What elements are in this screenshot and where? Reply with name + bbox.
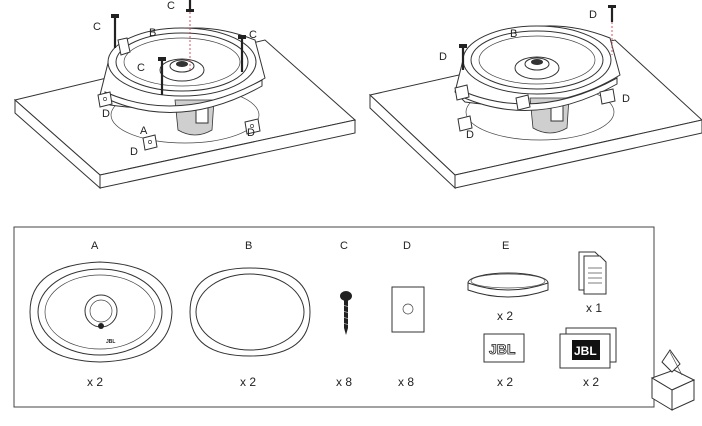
- part-b-gasket: B x 2: [189, 240, 311, 389]
- part-badge-quantity: x 2: [497, 375, 513, 389]
- label-c-right: C: [249, 29, 257, 41]
- part-c-screw: C x 8: [336, 240, 352, 389]
- part-e-letter: E: [502, 240, 509, 252]
- label-c-top: C: [167, 0, 175, 12]
- label-d-left-right: D: [439, 51, 447, 63]
- screw-c: [111, 0, 246, 95]
- sticker-logo: JBL: [574, 344, 597, 358]
- label-c-inner: C: [137, 62, 145, 74]
- part-c-letter: C: [340, 240, 348, 252]
- label-a: A: [140, 125, 148, 137]
- clip-d-right: [454, 5, 616, 132]
- part-d-clip: D x 8: [391, 240, 425, 389]
- clip-d: [97, 91, 261, 151]
- part-c-quantity: x 8: [336, 375, 352, 389]
- part-a-quantity: x 2: [87, 375, 103, 389]
- part-d-quantity: x 8: [398, 375, 414, 389]
- label-d-bottom: D: [130, 146, 138, 158]
- label-d-left: D: [102, 108, 110, 120]
- part-a-letter: A: [91, 240, 99, 252]
- speaker-logo: JBL: [106, 339, 115, 345]
- part-b-letter: B: [245, 240, 252, 252]
- assembly-with-clips: D B D D D: [368, 5, 702, 190]
- speaker-a-right: [454, 25, 621, 134]
- label-d-top: D: [589, 9, 597, 21]
- label-d-bottom-right: D: [466, 129, 474, 141]
- part-e-quantity: x 2: [497, 309, 513, 323]
- label-b-right: B: [510, 28, 517, 40]
- badge-logo: JBL: [489, 341, 516, 357]
- part-b-quantity: x 2: [240, 375, 256, 389]
- part-manual-quantity: x 1: [586, 301, 602, 315]
- part-e-ring: E x 2: [467, 240, 549, 323]
- label-d-right-right: D: [622, 93, 630, 105]
- assembly-with-screws: C C B C C D A D D: [13, 0, 357, 190]
- part-d-letter: D: [403, 240, 411, 252]
- speaker-a: [99, 27, 266, 136]
- package-contents-icon: [650, 349, 696, 411]
- part-sticker-quantity: x 2: [583, 375, 599, 389]
- parts-list: A JBL x 2 B x 2 C x 8: [13, 226, 655, 408]
- label-d-right: D: [247, 127, 255, 139]
- part-manual: x 1: [578, 251, 607, 315]
- part-jbl-sticker: JBL x 2: [559, 327, 617, 389]
- part-jbl-badge: JBL x 2: [483, 333, 525, 389]
- label-c-top-left: C: [93, 21, 101, 33]
- label-b: B: [149, 27, 156, 39]
- part-a-speaker: A JBL x 2: [29, 240, 173, 389]
